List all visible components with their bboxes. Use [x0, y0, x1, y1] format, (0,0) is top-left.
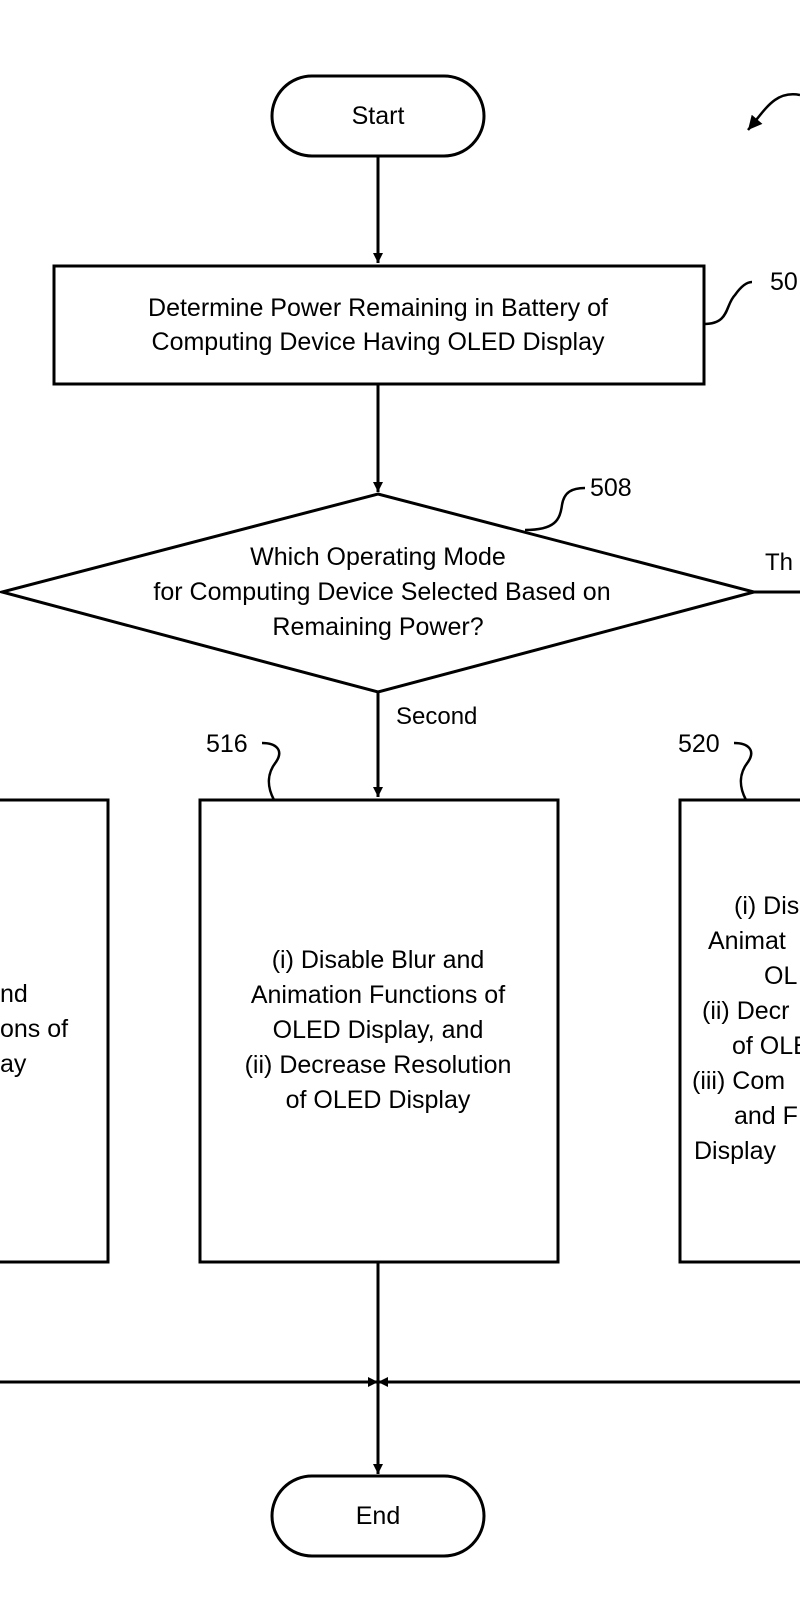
right-box-line-4: (ii) Decr [702, 997, 790, 1025]
ref-number-mid-box: 516 [206, 730, 248, 758]
left-box-line-3: ay [0, 1050, 27, 1078]
ref-leader-determine [704, 282, 752, 324]
determine-line-2: Computing Device Having OLED Display [152, 328, 605, 356]
ref-leader-right-box [734, 743, 751, 800]
ref-number-decision: 508 [590, 474, 632, 502]
decision-line-2: for Computing Device Selected Based on [153, 578, 610, 606]
determine-line-1: Determine Power Remaining in Battery of [148, 294, 608, 322]
left-box-line-2: ons of [0, 1015, 68, 1043]
right-box-line-6: (iii) Com [692, 1067, 785, 1095]
ref-number-right-box: 520 [678, 730, 720, 758]
determine-power-box [54, 266, 704, 384]
mid-box-line-5: of OLED Display [286, 1086, 471, 1114]
right-box-line-3: OL [764, 962, 797, 990]
ref-leader-decision [525, 488, 585, 530]
mid-box-line-2: Animation Functions of [251, 981, 505, 1009]
mid-box-line-3: OLED Display, and [273, 1016, 484, 1044]
end-label: End [356, 1502, 400, 1530]
right-box-line-7: and F [734, 1102, 798, 1130]
ref-leader-mid-box [262, 743, 279, 800]
figure-pointer-arrow [748, 94, 800, 130]
decision-line-1: Which Operating Mode [250, 543, 506, 571]
left-box-line-1: nd [0, 980, 28, 1008]
right-box-line-5: of OLE [732, 1032, 800, 1060]
mid-box-line-4: (ii) Decrease Resolution [245, 1051, 512, 1079]
mid-box-line-1: (i) Disable Blur and [272, 946, 485, 974]
branch-label-third: Th [765, 549, 793, 576]
decision-line-3: Remaining Power? [272, 613, 483, 641]
right-box-line-2: Animat [708, 927, 786, 955]
ref-number-determine: 50 [770, 268, 798, 296]
right-box-line-1: (i) Dis [734, 892, 799, 920]
branch-label-second: Second [396, 703, 477, 730]
right-box-line-8: Display [694, 1137, 776, 1165]
start-label: Start [352, 102, 405, 130]
third-mode-box [680, 800, 800, 1262]
